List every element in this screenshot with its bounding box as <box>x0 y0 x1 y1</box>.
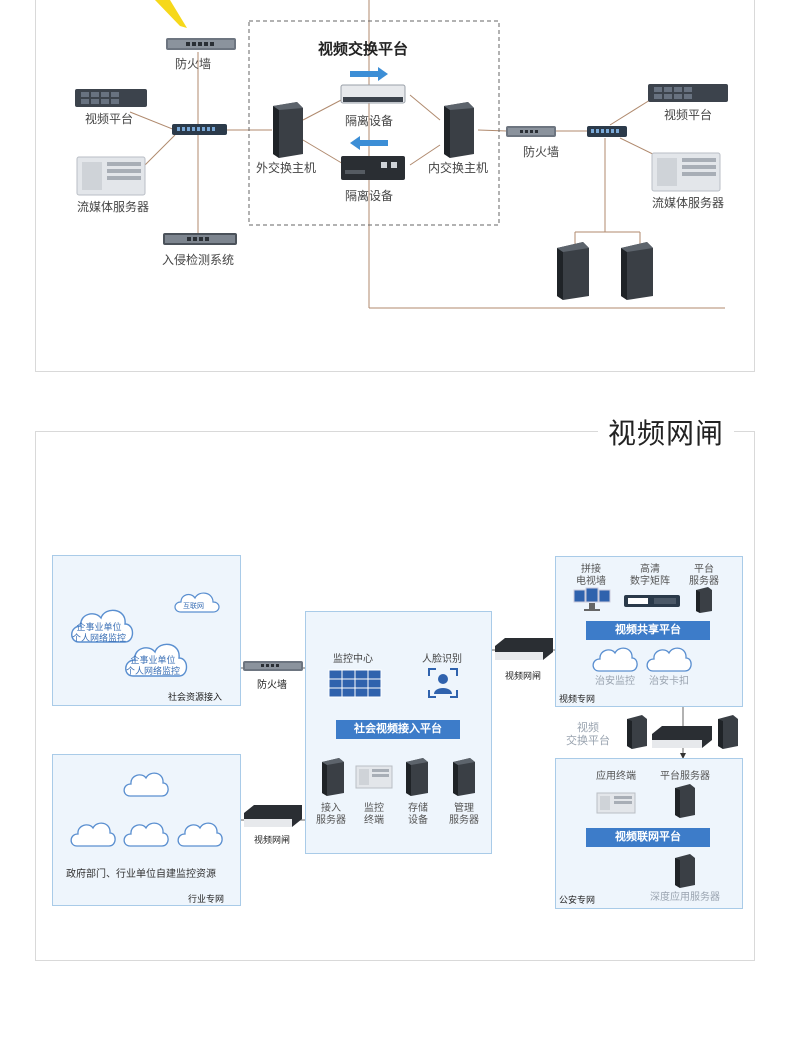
video-wall-icon <box>328 669 382 698</box>
platform-server-label: 平台服务器 <box>660 771 710 782</box>
ids-label: 入侵检测系统 <box>162 253 235 267</box>
app-terminal-label: 应用终端 <box>596 771 636 782</box>
arrow-down-icon <box>680 753 686 759</box>
rack-server-icon <box>75 89 147 107</box>
video-private-network-caption: 视频专网 <box>559 694 596 704</box>
cloud-internet-label: 互联网 <box>183 603 204 610</box>
gateway-upper-label: 视频网闸 <box>505 671 542 681</box>
section-title: 视频网闸 <box>598 412 735 452</box>
tower-server-icon <box>273 102 303 158</box>
video-networking-platform-bar: 视频联网平台 <box>586 828 710 847</box>
tower-server-icon <box>675 854 695 888</box>
face-recognition-icon <box>428 668 458 698</box>
industry-network-caption: 行业专网 <box>188 894 225 904</box>
video-platform-left-label: 视频平台 <box>85 112 134 126</box>
top-connection-lines <box>129 0 725 309</box>
cloud-icon <box>125 643 188 677</box>
industry-desc: 政府部门、行业单位自建监控资源 <box>66 869 216 880</box>
monitor-terminal-label: 监控 终端 <box>364 803 384 826</box>
inner-host-label: 内交换主机 <box>428 161 489 175</box>
tower-server-icon <box>557 242 589 300</box>
monitor-terminal-icon <box>355 765 393 789</box>
platform-server-label: 平台 服务器 <box>689 564 719 587</box>
security-checkpoint-label: 治安卡扣 <box>649 676 689 687</box>
network-switch-icon <box>587 126 627 137</box>
cloud-icon <box>646 647 692 672</box>
monitor-center-label: 监控中心 <box>333 654 373 665</box>
gateway-diagram-frame <box>35 431 755 961</box>
hd-matrix-label: 高清 数字矩阵 <box>630 564 670 587</box>
isolation-bottom-label: 隔离设备 <box>345 189 394 203</box>
exchange-platform-label: 视频 交换平台 <box>566 722 610 747</box>
cloud-enterprise-label: 企事业单位 个人网络监控 <box>72 622 127 643</box>
tower-server-icon <box>322 758 344 796</box>
top-diagram-frame <box>35 0 755 372</box>
network-switch-icon <box>172 124 227 135</box>
rack-server-icon <box>648 84 728 102</box>
tower-server-icon <box>444 102 474 158</box>
streaming-right-label: 流媒体服务器 <box>652 196 725 210</box>
cloud-icon <box>174 592 220 613</box>
streaming-server-icon <box>76 156 146 196</box>
cloud-icon <box>123 822 169 847</box>
gateway-device-icon <box>495 638 553 660</box>
arrow-right-icon <box>350 67 388 81</box>
arrow-left-icon <box>350 136 388 150</box>
police-network-caption: 公安专网 <box>559 895 596 905</box>
tv-wall-icon <box>573 587 611 611</box>
storage-device-label: 存储 设备 <box>408 803 428 826</box>
streaming-server-icon <box>651 152 721 192</box>
gateway-lower-label: 视频网闸 <box>254 835 291 845</box>
tower-server-icon <box>718 715 738 749</box>
security-monitoring-label: 治安监控 <box>595 676 635 687</box>
matrix-device-icon <box>624 595 680 607</box>
firewall-icon <box>506 126 556 137</box>
deep-app-server-label: 深度应用服务器 <box>650 892 720 903</box>
lightning-icon <box>155 0 187 28</box>
isolation-top-label: 隔离设备 <box>345 114 394 128</box>
exchange-title: 视频交换平台 <box>318 41 409 58</box>
cloud-icon <box>70 822 116 847</box>
cloud-icon <box>177 822 223 847</box>
isolation-device-bottom-icon <box>341 156 405 180</box>
gateway-device-icon <box>244 805 302 827</box>
tower-server-icon <box>453 758 475 796</box>
tv-wall-label: 拼接 电视墙 <box>576 564 606 587</box>
video-platform-right-label: 视频平台 <box>664 108 713 122</box>
social-video-platform-bar: 社会视频接入平台 <box>336 720 460 739</box>
tower-server-icon <box>627 715 647 749</box>
exchange-platform-boundary <box>248 20 500 226</box>
video-sharing-platform-bar: 视频共享平台 <box>586 621 710 640</box>
firewall-left-label: 防火墙 <box>175 57 212 71</box>
tower-server-icon <box>675 784 695 818</box>
cloud-icon <box>71 609 134 643</box>
firewall-icon <box>243 661 303 671</box>
management-server-label: 管理 服务器 <box>449 803 479 826</box>
cloud-enterprise-label: 企事业单位 个人网络监控 <box>126 655 181 676</box>
cloud-icon <box>592 647 638 672</box>
firewall-label: 防火墙 <box>257 680 287 691</box>
ids-device-icon <box>163 233 237 245</box>
firewall-right-label: 防火墙 <box>523 145 560 159</box>
face-recognition-label: 人脸识别 <box>422 654 462 665</box>
social-resource-caption: 社会资源接入 <box>168 692 223 702</box>
gateway-device-icon <box>652 726 712 748</box>
streaming-left-label: 流媒体服务器 <box>77 200 150 214</box>
tower-server-icon <box>696 587 712 613</box>
outer-host-label: 外交换主机 <box>256 161 317 175</box>
tower-server-icon <box>621 242 653 300</box>
tower-server-icon <box>406 758 428 796</box>
cloud-icon <box>123 772 169 797</box>
isolation-device-top-icon <box>340 84 406 104</box>
firewall-icon <box>166 38 236 50</box>
app-terminal-icon <box>596 792 636 814</box>
access-server-label: 接入 服务器 <box>316 803 346 826</box>
